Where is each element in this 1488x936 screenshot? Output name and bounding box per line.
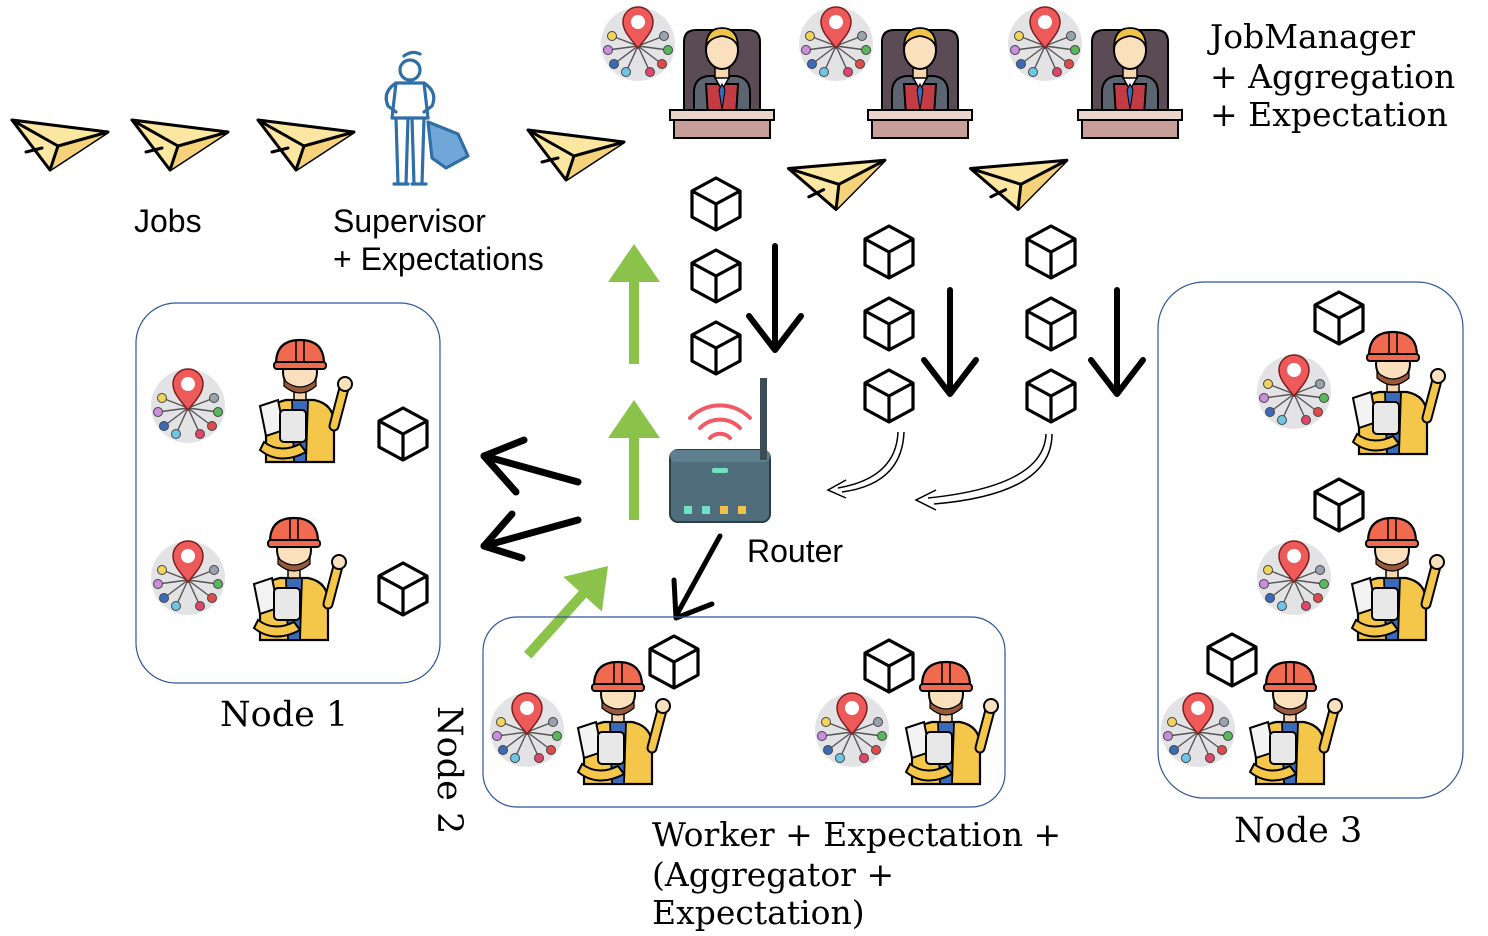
down-arrow <box>749 246 801 350</box>
node-1-label: Node 1 <box>220 695 348 735</box>
cube-icon <box>863 224 915 280</box>
jobs-plane-6 <box>968 147 1077 219</box>
node-3-box <box>1157 281 1464 799</box>
curved-arrow <box>914 433 1053 511</box>
cube-icon <box>1206 632 1258 688</box>
cube-icon <box>1025 224 1077 280</box>
left-arrow <box>480 510 582 562</box>
location-network-icon <box>798 6 874 82</box>
worker-label: Worker + Expectation + <box>652 815 1061 854</box>
judge-icon <box>867 27 973 139</box>
down-arrow <box>1091 290 1143 394</box>
judge-icon <box>669 27 775 139</box>
node-2-box <box>482 616 1006 808</box>
jobmanager-label: JobManager <box>1207 17 1415 56</box>
jobs-plane-5 <box>786 147 895 219</box>
location-network-icon <box>1256 354 1332 430</box>
cube-icon <box>1313 290 1365 346</box>
engineer-icon <box>1250 662 1342 784</box>
location-network-icon <box>600 6 676 82</box>
superhero-icon <box>384 50 470 186</box>
cube-icon <box>1025 296 1077 352</box>
location-network-icon <box>1160 692 1236 768</box>
jobmanager-label: + Expectation <box>1210 95 1448 134</box>
down-arrow <box>924 290 976 394</box>
location-network-icon <box>489 692 565 768</box>
engineer-icon <box>906 662 998 784</box>
router-label: Router <box>747 533 843 569</box>
cube-icon <box>648 634 700 690</box>
location-network-icon <box>1256 540 1332 616</box>
node-1-box <box>135 302 441 684</box>
green-up-arrow <box>608 244 660 364</box>
node-3-label: Node 3 <box>1234 811 1362 851</box>
green-up-arrow <box>608 400 660 520</box>
jobs-label: Jobs <box>134 203 202 239</box>
worker-label: (Aggregator + <box>652 855 894 894</box>
judge-icon <box>1077 27 1183 139</box>
cube-icon <box>377 561 429 617</box>
worker-label: Expectation) <box>652 893 865 932</box>
engineer-icon <box>578 662 670 784</box>
engineer-icon <box>1353 332 1445 454</box>
wifi-router-icon <box>668 376 772 524</box>
cube-icon <box>377 406 429 462</box>
cube-icon <box>690 176 742 232</box>
cube-icon <box>690 320 742 376</box>
cube-icon <box>863 368 915 424</box>
jobs-plane-4 <box>526 128 626 182</box>
cube-icon <box>1313 477 1365 533</box>
supervisor-label: Supervisor <box>333 203 486 239</box>
jobmanager-label: + Aggregation <box>1210 57 1455 96</box>
supervisor-label: + Expectations <box>333 241 544 277</box>
left-arrow <box>480 436 582 496</box>
jobs-plane-3 <box>256 118 356 172</box>
down-left-arrow <box>671 533 723 621</box>
cube-icon <box>1025 368 1077 424</box>
jobs-plane-2 <box>130 118 230 172</box>
curved-arrow <box>826 431 905 499</box>
green-up-arrow <box>508 548 628 673</box>
engineer-icon <box>254 518 346 640</box>
cube-icon <box>690 248 742 304</box>
location-network-icon <box>150 368 226 444</box>
location-network-icon <box>814 692 890 768</box>
engineer-icon <box>1352 518 1444 640</box>
cube-icon <box>863 296 915 352</box>
location-network-icon <box>1007 6 1083 82</box>
engineer-icon <box>260 340 352 462</box>
location-network-icon <box>150 540 226 616</box>
cube-icon <box>863 638 915 694</box>
node-2-label: Node 2 <box>429 706 469 834</box>
jobs-plane-1 <box>10 118 110 172</box>
